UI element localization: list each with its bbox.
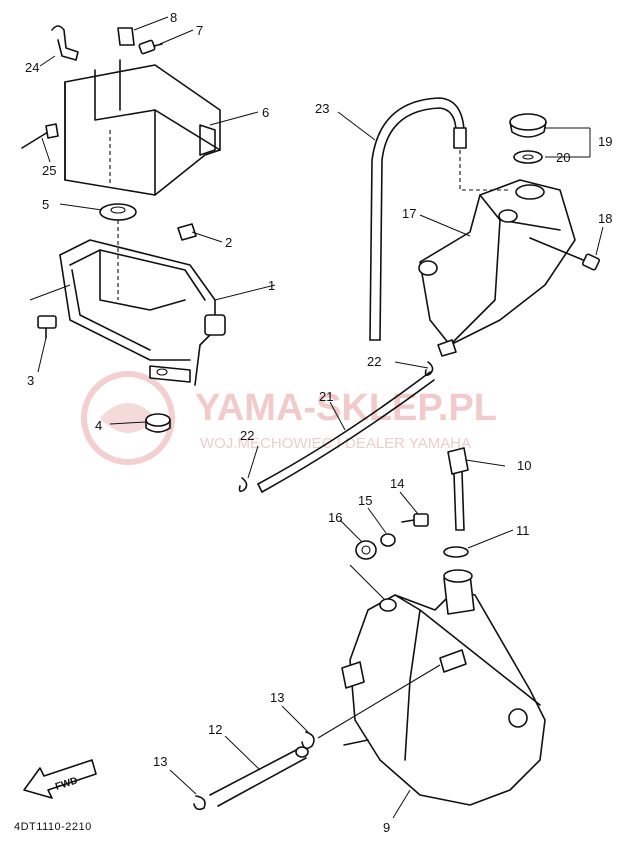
callout-5: 5: [42, 197, 49, 212]
callout-24: 24: [25, 60, 39, 75]
callout-25: 25: [42, 163, 56, 178]
clip-part-13-left: [193, 795, 206, 811]
clip-part-22-lower: [238, 477, 248, 493]
sub-tank-part-17: [418, 179, 576, 357]
callout-1: 1: [268, 278, 275, 293]
leader-lines: [37, 16, 604, 819]
callout-11: 11: [516, 523, 530, 538]
callout-14: 14: [390, 476, 404, 491]
callout-21: 21: [319, 389, 333, 404]
watermark: YAMA-SKLEP.PL WOJ.MECHOWIEC I DEALER YAM…: [81, 371, 497, 465]
callout-13-right: 13: [270, 690, 284, 705]
callout-3: 3: [27, 373, 34, 388]
callout-22-upper: 22: [367, 354, 381, 369]
grommet-part-16: [355, 540, 377, 560]
clip-part-22-upper: [424, 361, 434, 377]
dipstick-part-10: [447, 447, 469, 531]
damper-part-4: [145, 413, 171, 433]
cap-part-19: [509, 113, 547, 138]
bolt-part-14: [401, 513, 429, 527]
callout-16: 16: [328, 510, 342, 525]
forward-arrow-icon: FWD: [23, 759, 97, 799]
callout-13-left: 13: [153, 754, 167, 769]
bolt-part-3: [37, 315, 57, 339]
grommet-part-5: [99, 203, 137, 221]
watermark-brand: YAMA-SKLEP.PL: [195, 387, 497, 429]
diagram-code: 4DT1110-2210: [14, 821, 92, 833]
callout-4: 4: [95, 418, 102, 433]
watermark-tagline: WOJ.MECHOWIEC I DEALER YAMAHA: [200, 435, 471, 452]
battery-box: [64, 59, 221, 196]
callout-12: 12: [208, 722, 222, 737]
pin-part-25: [21, 123, 59, 149]
callout-23: 23: [315, 101, 329, 116]
bracket-part-8: [117, 27, 135, 46]
callout-6: 6: [262, 105, 269, 120]
callout-15: 15: [358, 493, 372, 508]
callout-2: 2: [225, 235, 232, 250]
callout-19: 19: [598, 134, 612, 149]
callout-8: 8: [170, 10, 177, 25]
callout-20: 20: [556, 150, 570, 165]
hose-part-23: [369, 97, 467, 341]
hose-part-21: [257, 371, 435, 493]
clip-part-13-right: [301, 731, 315, 750]
callout-18: 18: [598, 211, 612, 226]
callout-numbers: 1 2 3 4 5 6 7 8 9 10 11 12 13 13 14 15 1…: [25, 10, 612, 835]
o-ring-part-11: [443, 546, 469, 558]
clip-part-24: [51, 25, 79, 61]
clamp-part-2: [177, 223, 197, 241]
bracket-frame-part-1: [29, 239, 226, 386]
callout-9: 9: [383, 820, 390, 835]
callout-7: 7: [196, 23, 203, 38]
callout-10: 10: [517, 458, 531, 473]
callout-22-lower: 22: [240, 428, 254, 443]
collar-part-15: [380, 533, 396, 547]
callout-17: 17: [402, 206, 416, 221]
bolt-part-18: [529, 237, 601, 271]
bolt-part-7: [138, 39, 163, 55]
oil-tank-part-9: [341, 569, 546, 806]
seal-part-20: [513, 150, 543, 164]
hose-part-12: [209, 746, 309, 807]
